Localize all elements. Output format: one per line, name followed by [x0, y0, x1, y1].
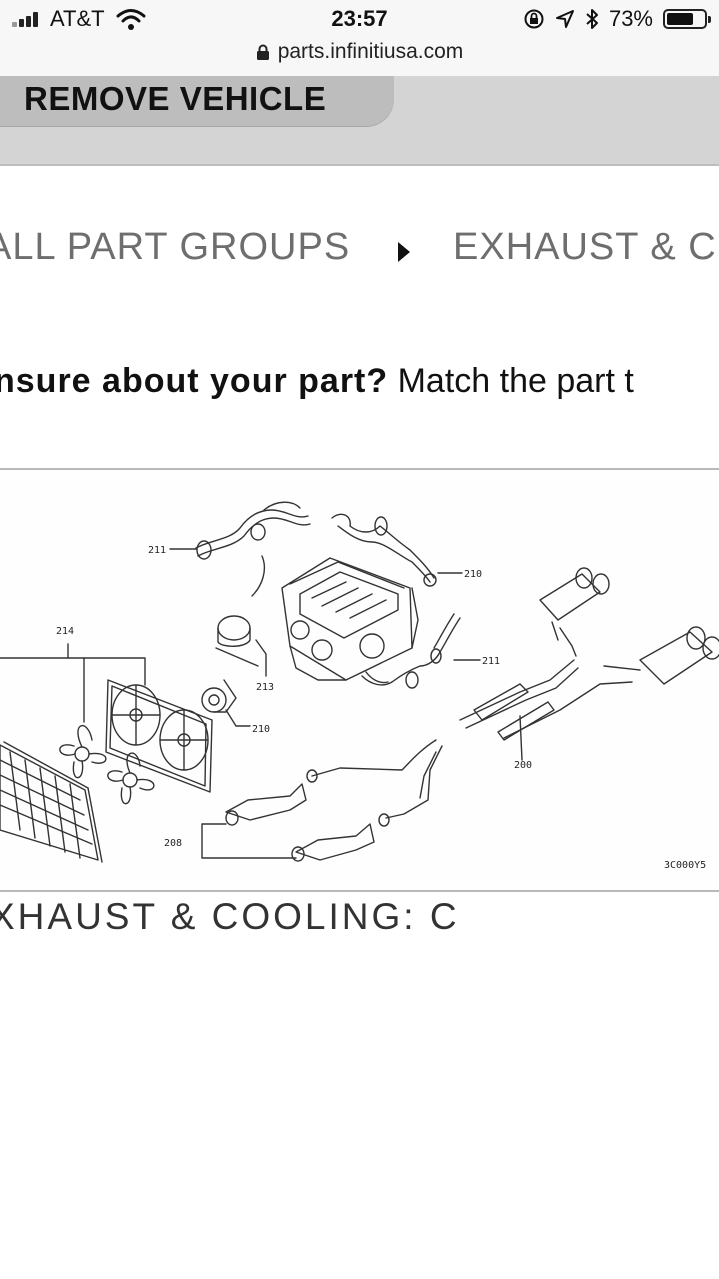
- cellular-signal-icon: [12, 11, 42, 27]
- callout-214: 214: [56, 626, 74, 637]
- muffler-illustration: [539, 567, 610, 657]
- catalytic-converter-illustration: [225, 783, 375, 862]
- divider: [0, 890, 719, 892]
- location-icon: [555, 10, 574, 28]
- clock: 23:57: [331, 6, 388, 31]
- engine-illustration: [281, 557, 419, 681]
- battery-icon: [663, 9, 711, 29]
- divider: [0, 468, 719, 470]
- diagram-code: 3C000Y5: [664, 860, 706, 871]
- battery-percent: 73%: [608, 6, 653, 31]
- remove-vehicle-label: REMOVE VEHICLE: [24, 80, 327, 117]
- callout-210-pump: 210: [252, 724, 270, 735]
- breadcrumb-exhaust-cooling[interactable]: EXHAUST & C: [453, 226, 717, 268]
- callout-211-top: 211: [148, 545, 166, 556]
- callout-211-right: 211: [482, 656, 500, 667]
- cooling-hose-illustration: [195, 501, 311, 560]
- fan-shroud-illustration: [105, 679, 213, 793]
- wifi-icon: [116, 9, 146, 30]
- breadcrumb: ALL PART GROUPS EXHAUST & C: [0, 226, 719, 276]
- callout-200: 200: [514, 760, 532, 771]
- radiator-illustration: [0, 741, 103, 863]
- cooling-fans-illustration: [59, 724, 155, 805]
- address-bar[interactable]: parts.infinitiusa.com: [0, 38, 719, 76]
- callout-210-top: 210: [464, 569, 482, 580]
- bluetooth-icon: [586, 9, 598, 29]
- water-pump-illustration: [201, 679, 237, 713]
- rear-muffler-illustration: [603, 626, 719, 685]
- lock-icon: [256, 44, 269, 60]
- water-hose-illustration: [331, 513, 437, 587]
- breadcrumb-all-part-groups[interactable]: ALL PART GROUPS: [0, 226, 351, 268]
- callout-213: 213: [256, 682, 274, 693]
- orientation-lock-icon: [524, 9, 544, 29]
- breadcrumb-arrow-icon: [398, 242, 410, 262]
- vehicle-header-band: REMOVE VEHICLE: [0, 76, 719, 166]
- part-group-title: XHAUST & COOLING: C: [0, 896, 460, 937]
- helper-text: Match the part t: [388, 362, 634, 400]
- status-indicators: 73%: [523, 6, 711, 32]
- heater-hose-illustration: [361, 613, 461, 689]
- carrier-name: AT&T: [50, 6, 105, 31]
- helper-bold-text: nsure about your part?: [0, 362, 389, 400]
- part-match-helper: nsure about your part? Match the part t: [0, 362, 719, 401]
- thermostat-illustration: [215, 555, 266, 667]
- parts-diagram[interactable]: 211 210 214 213 210 211 200 208 3C000Y5: [0, 470, 719, 890]
- url-text: parts.infinitiusa.com: [277, 40, 464, 63]
- callout-208: 208: [164, 838, 182, 849]
- remove-vehicle-button[interactable]: REMOVE VEHICLE: [0, 76, 394, 126]
- exhaust-pipe-illustration: [306, 659, 633, 827]
- status-bar: AT&T 23:57 73%: [0, 0, 719, 38]
